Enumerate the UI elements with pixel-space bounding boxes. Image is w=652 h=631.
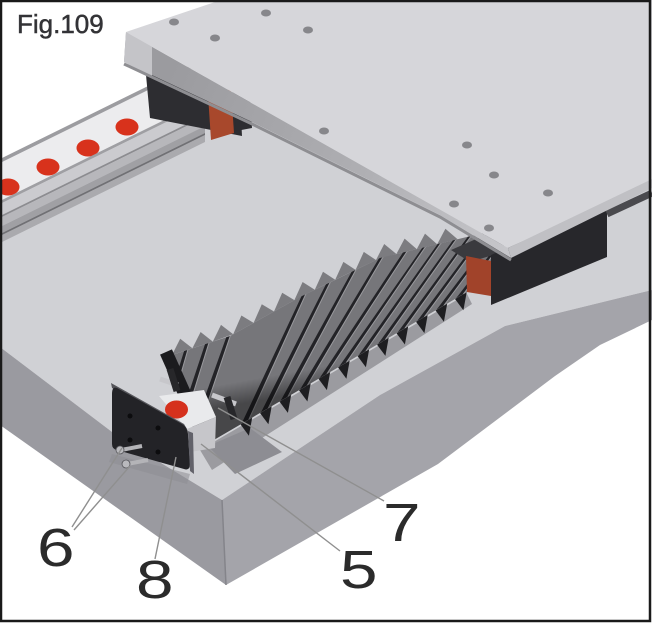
svg-text:Fig.109: Fig.109 — [17, 9, 104, 39]
svg-text:5: 5 — [340, 539, 378, 599]
svg-text:7: 7 — [383, 492, 421, 552]
svg-text:8: 8 — [136, 549, 174, 609]
svg-text:6: 6 — [37, 517, 75, 577]
